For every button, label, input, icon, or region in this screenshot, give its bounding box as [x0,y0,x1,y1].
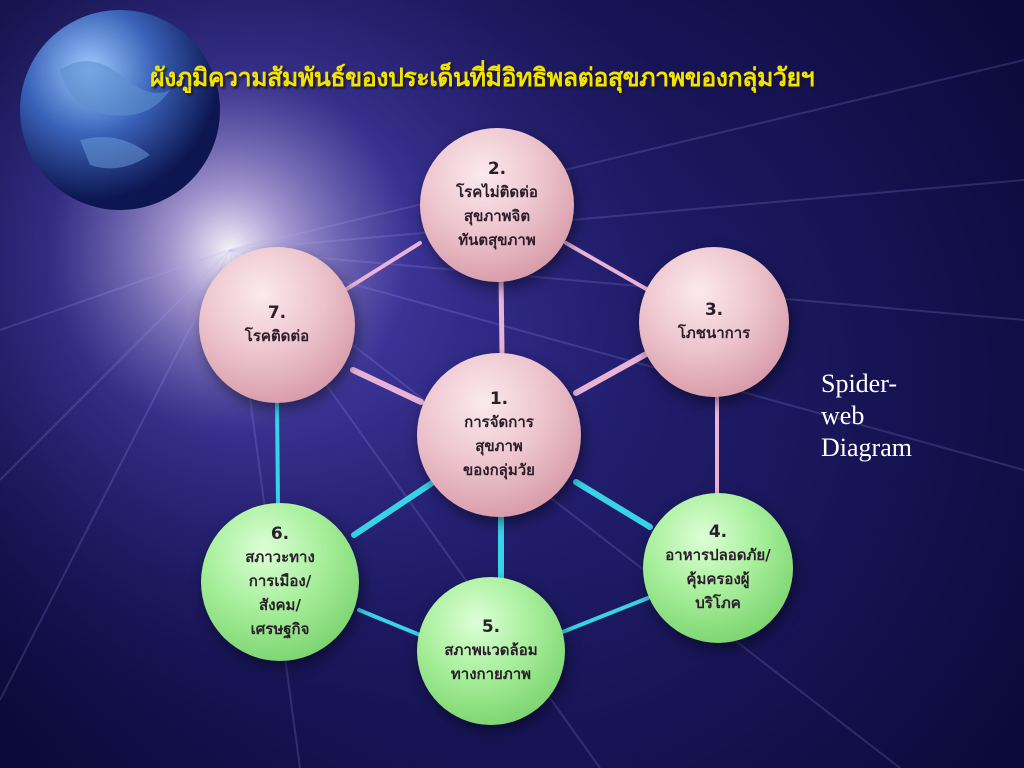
connector-line [498,272,505,355]
node-2-ncd-mental-dental: 2. โรคไม่ติดต่อ สุขภาพจิต ทันตสุขภาพ [420,128,574,282]
node-number: 3. [704,300,724,320]
node-text: เศรษฐกิจ [250,620,310,638]
node-text: สภาพแวดล้อม [444,641,538,659]
node-text: การจัดการ [464,413,534,431]
node-number: 5. [481,617,501,637]
globe-image [20,10,220,210]
connector-line [350,367,424,405]
side-label-line: Spider- [821,369,898,398]
connector-line [357,608,422,637]
node-text: โรคติดต่อ [244,327,310,345]
connector-line [573,479,653,530]
node-6-political-social-economic: 6. สภาวะทาง การเมือง/ สังคม/ เศรษฐกิจ [201,503,359,661]
node-text: สุขภาพจิต [463,207,531,225]
connector-line [564,241,650,292]
node-5-physical-environment: 5. สภาพแวดล้อม ทางกายภาพ [417,577,565,725]
diagram-type-label: Spider- web Diagram [821,368,981,464]
node-number: 6. [270,524,290,544]
node-number: 7. [267,303,287,323]
node-text: อาหารปลอดภัย/ [665,546,771,564]
node-4-food-safety: 4. อาหารปลอดภัย/ คุ้มครองผู้ บริโภค [643,493,793,643]
connector-line [275,401,280,507]
node-text: คุ้มครองผู้ [686,570,750,588]
node-text: ทันตสุขภาพ [458,231,536,249]
node-text: การเมือง/ [248,572,312,590]
node-text: ทางกายภาพ [450,665,532,683]
node-number: 1. [489,389,509,409]
page-title: ผังภูมิความสัมพันธ์ของประเด็นที่มีอิทธิพ… [150,63,815,92]
node-number: 2. [487,159,507,179]
node-text: สภาวะทาง [245,548,315,566]
node-text: โภชนาการ [677,324,751,342]
node-3-nutrition: 3. โภชนาการ [639,247,789,397]
side-label-line: Diagram [821,433,912,462]
node-text: โรคไม่ติดต่อ [456,183,538,201]
connector-line [343,241,422,292]
side-label-line: web [821,401,865,430]
node-text: ของกลุ่มวัย [463,461,535,479]
node-text: สุขภาพ [475,437,523,455]
node-number: 4. [708,522,728,542]
diagram-links [275,241,719,637]
connector-line [558,596,650,635]
node-text: สังคม/ [259,596,301,614]
connector-line [573,350,651,396]
node-text: บริโภค [695,594,741,612]
node-7-communicable-disease: 7. โรคติดต่อ [199,247,355,403]
node-1-health-management: 1. การจัดการ สุขภาพ ของกลุ่มวัย [417,353,581,517]
connector-line [351,478,438,538]
